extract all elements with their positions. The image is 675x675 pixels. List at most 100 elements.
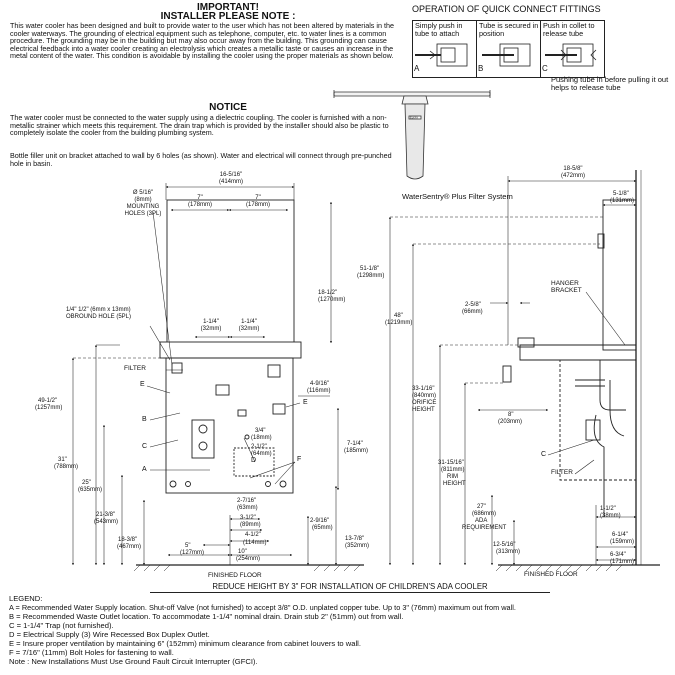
- label-bracket: BRACKET: [551, 287, 582, 294]
- dim-33-1-16: 33-1/16": [412, 386, 435, 392]
- fitting-icons: [415, 43, 597, 67]
- label-rim-height: HEIGHT: [443, 481, 466, 487]
- label-orifice: ORIFICE: [412, 400, 437, 406]
- dim-4-1-2-mm: (114mm): [243, 540, 267, 546]
- dim-holes-mm: (8mm): [134, 197, 152, 203]
- dim-27: 27": [477, 504, 486, 510]
- dim-width-total: 16-5/16": [219, 172, 243, 178]
- label-f-front: F: [297, 456, 302, 463]
- legend-title: LEGEND:: [9, 594, 43, 603]
- fitting-b-letter: B: [478, 64, 484, 73]
- dim-5-mm: (127mm): [180, 550, 205, 556]
- fitting-b-text: Tube is secured in position: [479, 21, 539, 38]
- dim-3-4: 3/4": [255, 428, 266, 434]
- dim-1-1-2-mm: (38mm): [600, 513, 621, 519]
- label-hanger: HANGER: [551, 280, 579, 287]
- dim-holes-label: MOUNTING: [126, 204, 160, 210]
- dim-2-1-2-mm: (64mm): [251, 451, 272, 457]
- filter-cartridge: [333, 90, 491, 180]
- fittings-note: Pushing tube in before pulling it out he…: [551, 75, 669, 93]
- dim-1-1-2: 1-1/2": [600, 506, 616, 512]
- dim-10-mm: (254mm): [236, 556, 261, 562]
- fittings-divider: [476, 20, 477, 77]
- front-dimensions: [71, 183, 340, 566]
- legend-f: F = 7/16" (11mm) Bolt Holes for fastenin…: [9, 648, 174, 657]
- fittings-title: OPERATION OF QUICK CONNECT FITTINGS: [412, 4, 601, 14]
- fittings-divider: [540, 20, 541, 77]
- label-c-front: C: [142, 443, 148, 450]
- dim-width-total-mm: (414mm): [218, 179, 243, 185]
- label-rim: RIM: [447, 474, 458, 480]
- reduce-height-note: REDUCE HEIGHT BY 3" FOR INSTALLATION OF …: [212, 582, 488, 591]
- floor-hatch-front: [133, 564, 361, 572]
- waste-outlet: [215, 384, 230, 396]
- dim-5-1-8: 5-1/8": [613, 191, 629, 197]
- dim-4-1-2: 4-1/2": [245, 532, 261, 538]
- dim-18-1-2-mm: (1270mm): [318, 297, 346, 303]
- dim-6-3-4: 6-3/4": [610, 552, 626, 558]
- fitting-c-text: Push in collet to release tube: [543, 21, 595, 38]
- dim-25: 25": [82, 480, 91, 486]
- dim-21-3-8-mm: (543mm): [94, 519, 119, 525]
- legend-e: E = Insure proper ventilation by maintai…: [9, 639, 361, 648]
- dim-18-5-8-mm: (472mm): [560, 173, 585, 179]
- fitting-icon-b: [482, 43, 531, 67]
- dim-48-mm: (1219mm): [385, 320, 413, 326]
- dim-33-1-16-mm: (840mm): [412, 393, 437, 399]
- dim-5-1-8-mm: (131mm): [610, 198, 635, 204]
- side-view: [502, 170, 642, 565]
- legend-a: A = Recommended Water Supply location. S…: [9, 603, 516, 612]
- fittings-panel: [412, 20, 605, 78]
- dim-49-1-2: 49-1/2": [38, 398, 58, 404]
- dim-25-mm: (635mm): [78, 487, 103, 493]
- dim-3-4-mm: (18mm): [251, 435, 272, 441]
- important-body: This water cooler has been designed and …: [10, 21, 394, 61]
- dim-31-15-16: 31-15/16": [438, 460, 464, 466]
- dim-18-1-2: 18-1/2": [318, 290, 338, 296]
- dim-7-left-mm: (178mm): [187, 202, 212, 208]
- installer-note-title: INSTALLER PLEASE NOTE :: [160, 11, 296, 22]
- dim-8: 8": [508, 412, 514, 418]
- dim-1-1-4-left: 1-1/4": [203, 319, 219, 325]
- fitting-icon-a: [415, 43, 468, 67]
- notice-body: The water cooler must be connected to th…: [10, 113, 389, 138]
- note-divider: [150, 592, 550, 593]
- dim-31-15-16-mm: (811mm): [441, 467, 465, 473]
- legend-d: D = Electrical Supply (3) Wire Recessed …: [9, 630, 210, 639]
- dim-6-1-4-mm: (159mm): [610, 539, 635, 545]
- dim-1-1-4-right: 1-1/4": [241, 319, 257, 325]
- fitting-a-text: Simply push in tube to attach: [415, 21, 463, 38]
- dim-3-1-2: 3-1/2": [240, 515, 256, 521]
- dim-49-1-2-mm: (1257mm): [35, 405, 63, 411]
- dim-holes: Ø 5/16": [132, 190, 154, 196]
- dim-10: 10": [238, 549, 247, 555]
- dim-1-1-4-right-mm: (32mm): [238, 326, 260, 332]
- side-cooler-body: [559, 359, 637, 481]
- label-filter-side: FILTER: [551, 469, 573, 476]
- dim-5: 5": [185, 543, 191, 549]
- dim-4-9-16-mm: (116mm): [307, 388, 331, 394]
- label-d-front: D: [251, 457, 257, 464]
- label-e-front-1: E: [140, 381, 145, 388]
- dim-2-5-8-mm: (66mm): [462, 309, 483, 315]
- dim-6-3-4-mm: (171mm): [610, 559, 635, 565]
- dim-1-1-4-left-mm: (32mm): [200, 326, 222, 332]
- dim-2-1-2: 2-1/2": [251, 444, 267, 450]
- dim-2-5-8: 2-5/8": [465, 302, 481, 308]
- label-c-side: C: [541, 451, 547, 458]
- legend-note: Note : New Installations Must Use Ground…: [9, 657, 258, 666]
- dim-7-1-4: 7-1/4": [347, 441, 363, 447]
- dim-7-left: 7": [197, 195, 203, 201]
- bottle-filler-basin: [159, 341, 302, 359]
- notice-title: NOTICE: [209, 102, 247, 113]
- floor-hatch-side: [495, 564, 623, 572]
- label-filter-front: FILTER: [124, 365, 146, 372]
- dim-48: 48": [394, 313, 403, 319]
- fitting-a-letter: A: [414, 64, 420, 73]
- dim-51-1-8: 51-1/8": [360, 266, 380, 272]
- electrical-box: [191, 419, 215, 459]
- label-a-front: A: [142, 466, 147, 473]
- dim-2-9-16-mm: (65mm): [312, 525, 333, 531]
- dim-12-5-16: 12-5/16": [493, 542, 516, 548]
- dim-12-5-16-mm: (313mm): [496, 549, 521, 555]
